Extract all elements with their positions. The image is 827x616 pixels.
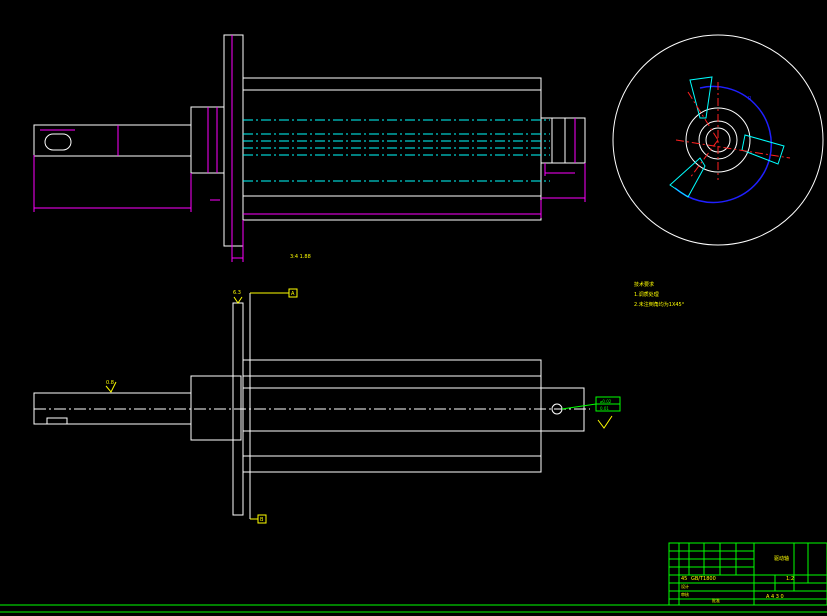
title-approver: 批准: [712, 597, 720, 603]
front-flange: [223, 34, 233, 247]
datum-a-label: A: [291, 291, 295, 297]
keyway: [44, 133, 72, 151]
section-line: [675, 139, 791, 159]
roughness-value-2: 0.8: [106, 380, 114, 386]
end-view-outer-circle: [612, 34, 824, 246]
scale-note: 3:4 1.88: [290, 254, 311, 260]
notes-line-1: 1.调质处理: [634, 291, 659, 298]
title-designer: 设计: [681, 583, 689, 589]
roughness-value-1: 6.3: [233, 290, 241, 296]
front-dimensions: [33, 35, 586, 262]
front-shaft-right: [540, 117, 553, 164]
front-centerlines: [243, 119, 550, 182]
title-material: 45: [681, 576, 687, 582]
end-view: R: [612, 34, 824, 246]
blade-right: [741, 134, 785, 165]
front-body: [242, 77, 542, 221]
roughness-symbol-right: [597, 415, 613, 429]
title-part-name: 驱动轴: [774, 555, 789, 562]
title-block-frame: [668, 542, 827, 606]
drawing-frame: [0, 604, 827, 613]
roughness-symbol-left: [105, 381, 117, 393]
plan-shaft-step: [190, 375, 242, 441]
notes-line-2: 2.未注倒角均为1X45°: [634, 301, 685, 308]
section-line: [687, 91, 719, 141]
tolerance-value-2: 0.01: [600, 406, 609, 411]
tolerance-leader: [561, 403, 597, 410]
hidden-arc: [674, 85, 773, 204]
technical-notes: 技术要求 1.调质处理 2.未注倒角均为1X45°: [634, 281, 685, 308]
arc-label: R: [748, 96, 752, 102]
title-drawing-no: GB/T1800: [691, 576, 716, 582]
title-block: [668, 542, 827, 606]
plan-annotations: [105, 288, 613, 524]
title-scale: 1:2: [786, 576, 794, 582]
title-checker: 审核: [681, 591, 689, 597]
blade-left: [669, 157, 706, 198]
plan-keyway: [46, 417, 68, 425]
end-view-mid-circle: [685, 107, 751, 173]
datum-b-label: B: [260, 517, 264, 523]
plan-body: [242, 359, 542, 473]
tolerance-value-1: ⌀0.02: [600, 399, 612, 404]
tolerance-frame: [561, 396, 621, 412]
title-sheet: A 4 3 0: [766, 594, 784, 600]
notes-title: 技术要求: [634, 281, 654, 288]
front-shaft-end: [551, 117, 586, 164]
section-line: [689, 139, 719, 179]
plan-view: [33, 293, 590, 519]
roughness-symbol: [233, 296, 243, 304]
front-flange-2: [231, 34, 244, 247]
blade-top: [689, 76, 713, 119]
